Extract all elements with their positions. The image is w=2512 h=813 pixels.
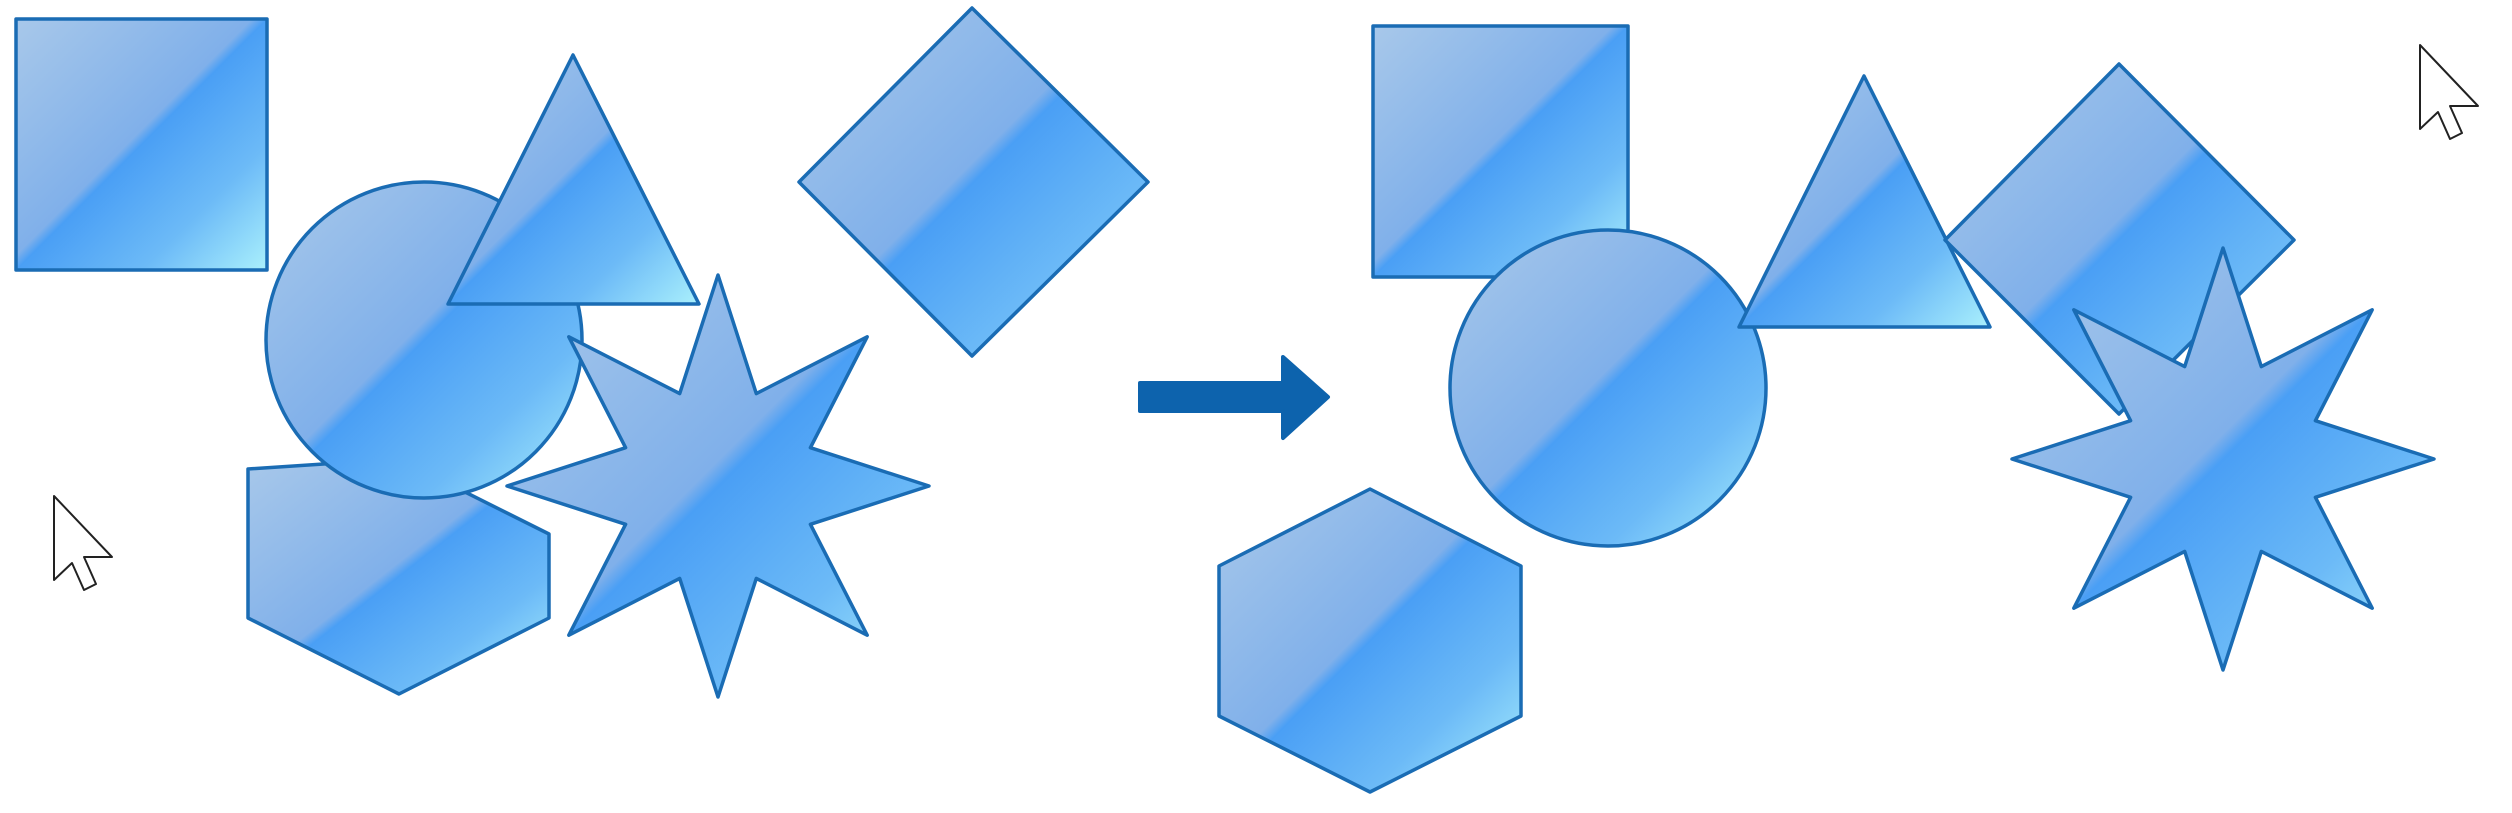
hexagon-shape[interactable] [246, 457, 551, 696]
triangle-shape[interactable] [1737, 74, 1992, 329]
circle-shape[interactable] [1448, 228, 1768, 548]
diamond-shape[interactable] [797, 6, 1150, 358]
square-shape[interactable] [14, 17, 269, 272]
triangle-shape[interactable] [446, 53, 701, 306]
after-panel [1217, 24, 2479, 794]
eight-point-star-shape[interactable] [505, 273, 931, 699]
right-arrow-icon [1138, 355, 1330, 440]
hexagon-shape[interactable] [1217, 487, 1523, 794]
eight-point-star-shape[interactable] [2010, 246, 2436, 672]
mouse-cursor-icon [2419, 44, 2479, 140]
before-panel [14, 6, 1150, 699]
mouse-cursor-icon [53, 495, 113, 591]
